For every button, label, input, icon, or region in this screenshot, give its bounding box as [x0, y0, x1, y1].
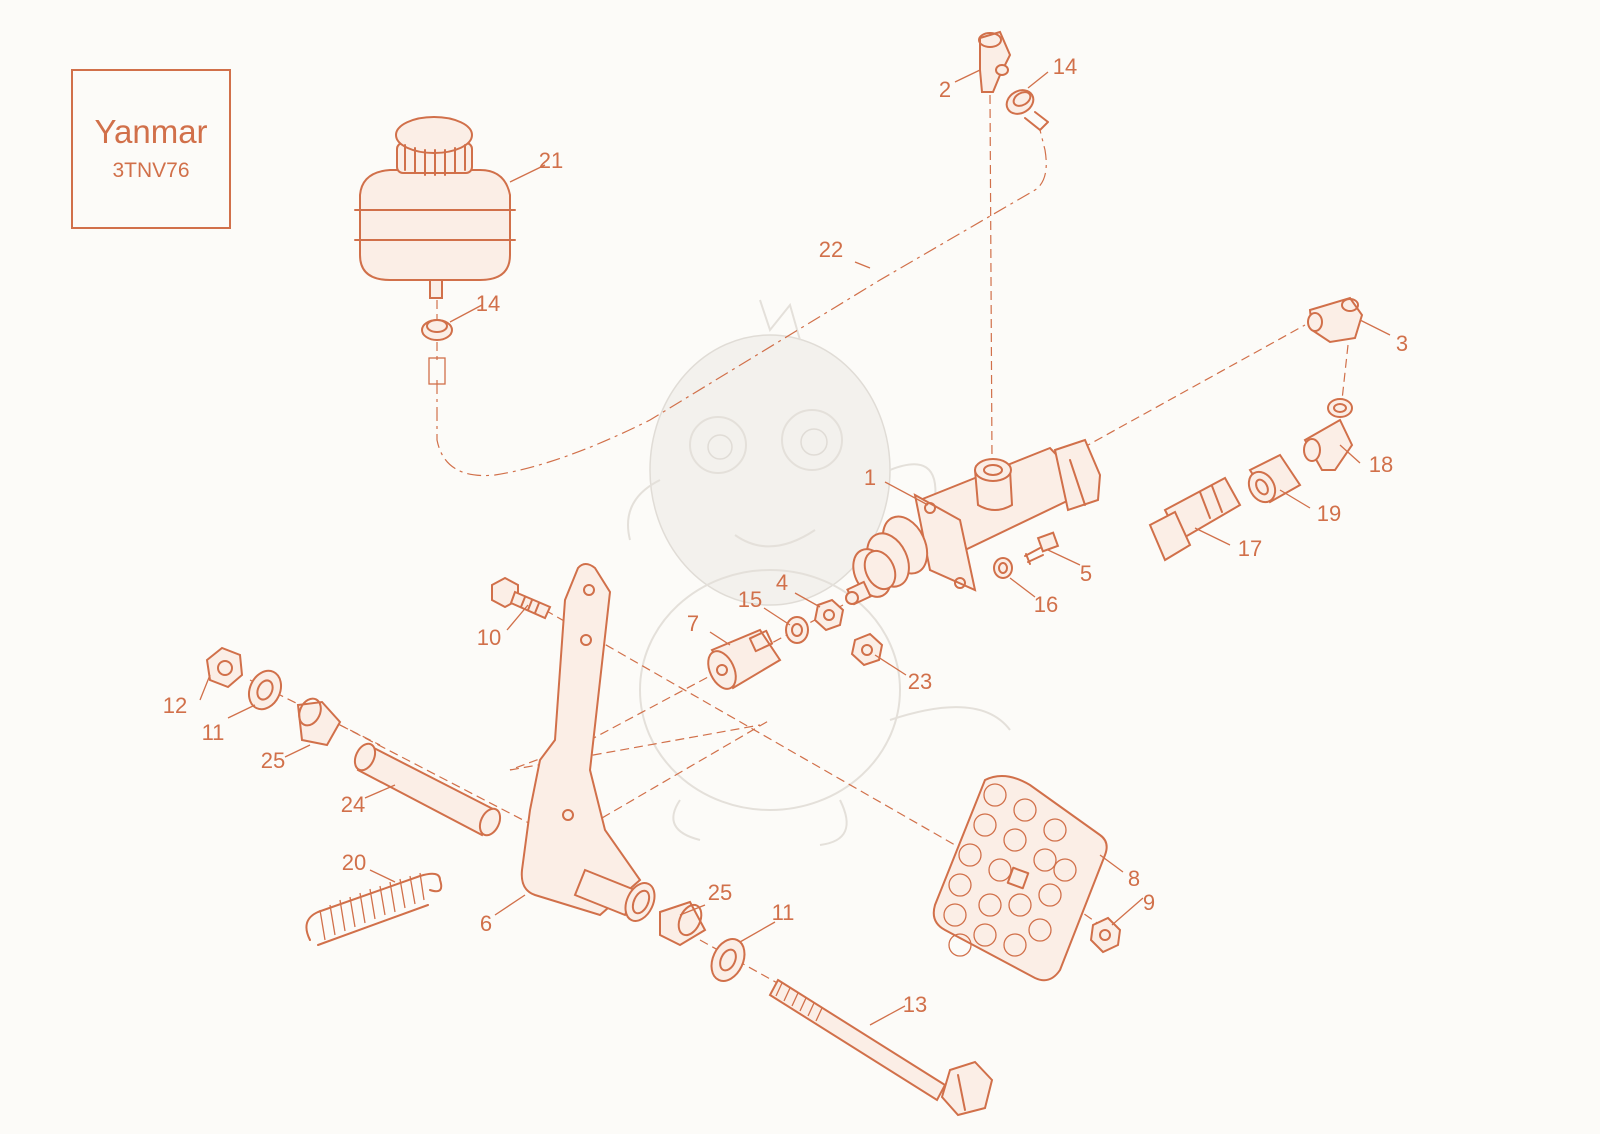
callout-11-left: 11 [202, 720, 225, 745]
rubber-boot [845, 515, 929, 606]
callout-25-right: 25 [708, 880, 732, 905]
bolt-10 [491, 576, 552, 620]
tee-fitting [1303, 398, 1354, 471]
callout-14-upper: 14 [1053, 54, 1077, 79]
callout-15: 15 [738, 587, 762, 612]
bushing-25-right [659, 900, 707, 947]
title-block: Yanmar 3TNV76 [71, 69, 231, 229]
pivot-tube [573, 868, 656, 922]
nut-23 [850, 632, 884, 667]
pedal-arm [520, 563, 642, 917]
watermark-mascot [627, 299, 1011, 846]
washer-15 [785, 616, 809, 644]
nut-4 [813, 598, 845, 632]
model-number: 3TNV76 [112, 159, 190, 182]
callout-18: 18 [1369, 452, 1393, 477]
hose-22 [436, 129, 1047, 477]
callout-19: 19 [1317, 501, 1341, 526]
pivot-pin [353, 742, 502, 837]
nut-12 [205, 646, 244, 689]
leader-lines [199, 69, 1391, 1026]
callout-13: 13 [903, 992, 927, 1017]
callout-2: 2 [939, 77, 951, 102]
callout-20: 20 [342, 850, 366, 875]
bolt-5 [1024, 531, 1060, 565]
washer-16 [993, 557, 1013, 579]
callout-5: 5 [1080, 561, 1092, 586]
hose-clamp-upper [1005, 89, 1049, 131]
return-spring [305, 872, 443, 946]
callout-12: 12 [163, 693, 187, 718]
clevis [707, 628, 782, 690]
brake-fluid-reservoir [354, 116, 516, 299]
nut-9 [1089, 916, 1122, 954]
elbow-fitting-right [1307, 296, 1364, 344]
callout-6: 6 [480, 911, 492, 936]
callout-17: 17 [1238, 536, 1262, 561]
callout-9: 9 [1143, 890, 1155, 915]
callout-22: 22 [819, 237, 843, 262]
bushing-25-left [296, 697, 342, 747]
callout-11-right: 11 [772, 900, 795, 925]
callout-4: 4 [776, 570, 788, 595]
callout-1: 1 [864, 465, 876, 490]
pressure-switch [1148, 476, 1242, 562]
adapter-fitting [1247, 453, 1302, 504]
callout-labels: 1 2 3 4 5 6 7 8 9 10 11 11 12 13 14 14 1… [163, 54, 1408, 1017]
callout-23: 23 [908, 669, 932, 694]
washer-11-right [710, 938, 746, 982]
elbow-fitting-top [978, 30, 1012, 93]
hose-clamp-lower [421, 319, 453, 385]
callout-8: 8 [1128, 866, 1140, 891]
washer-11-left [247, 669, 283, 711]
callout-7: 7 [687, 611, 699, 636]
callout-16: 16 [1034, 592, 1058, 617]
callout-25-left: 25 [261, 748, 285, 773]
callout-10: 10 [477, 625, 501, 650]
brand-name: Yanmar [94, 113, 208, 150]
callout-14-lower: 14 [476, 291, 500, 316]
pedal-pad [932, 775, 1108, 982]
long-bolt [768, 978, 994, 1117]
callout-24: 24 [341, 792, 365, 817]
callout-3: 3 [1396, 331, 1408, 356]
callout-21: 21 [539, 148, 563, 173]
master-cylinder [913, 438, 1102, 592]
